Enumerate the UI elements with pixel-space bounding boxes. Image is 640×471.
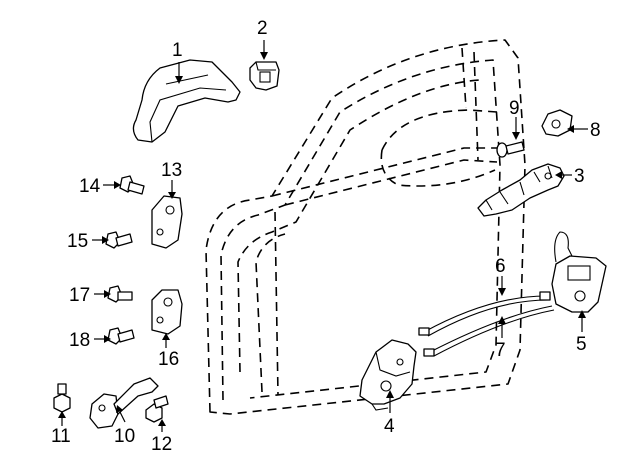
- label-part-1: 1: [172, 40, 183, 61]
- label-part-8: 8: [590, 120, 601, 141]
- label-part-3: 3: [574, 166, 585, 187]
- cable-lower-part: [423, 305, 555, 357]
- handle-cap-part: [249, 61, 280, 91]
- label-part-18: 18: [69, 330, 90, 351]
- lower-hinge-part: [151, 289, 183, 335]
- door-outline: [205, 39, 526, 415]
- label-part-4: 4: [384, 416, 395, 437]
- label-part-16: 16: [158, 349, 179, 370]
- label-part-2: 2: [257, 18, 268, 39]
- lock-assembly-part: [359, 339, 417, 411]
- label-part-13: 13: [161, 160, 182, 181]
- door-check-part: [89, 377, 159, 429]
- leader-lines: [58, 40, 588, 432]
- label-part-14: 14: [79, 176, 101, 197]
- cable-upper-part: [418, 291, 551, 337]
- bolt-17-part: [107, 285, 133, 303]
- bolt-15-part: [105, 231, 133, 249]
- label-part-12: 12: [151, 434, 172, 455]
- label-part-7: 7: [495, 340, 506, 361]
- actuator-part: [477, 163, 565, 217]
- part-labels: 1 2 3 4 5 6 7 8 9 10 11 12 13 14 15 16 1…: [51, 18, 601, 455]
- screw-part: [496, 141, 525, 158]
- striker-part: [541, 109, 573, 137]
- bolt-11-part: [53, 383, 71, 413]
- bolt-14-part: [119, 175, 145, 195]
- upper-hinge-part: [151, 195, 183, 249]
- bolt-12-part: [145, 395, 169, 423]
- bolt-18-part: [107, 327, 135, 345]
- outside-handle-part: [132, 59, 241, 143]
- label-part-15: 15: [67, 231, 88, 252]
- label-part-10: 10: [114, 426, 135, 447]
- label-part-6: 6: [495, 256, 506, 277]
- label-part-5: 5: [576, 334, 587, 355]
- label-part-9: 9: [509, 98, 520, 119]
- label-part-11: 11: [51, 426, 71, 447]
- door-latch-part: [551, 231, 607, 313]
- label-part-17: 17: [69, 285, 90, 306]
